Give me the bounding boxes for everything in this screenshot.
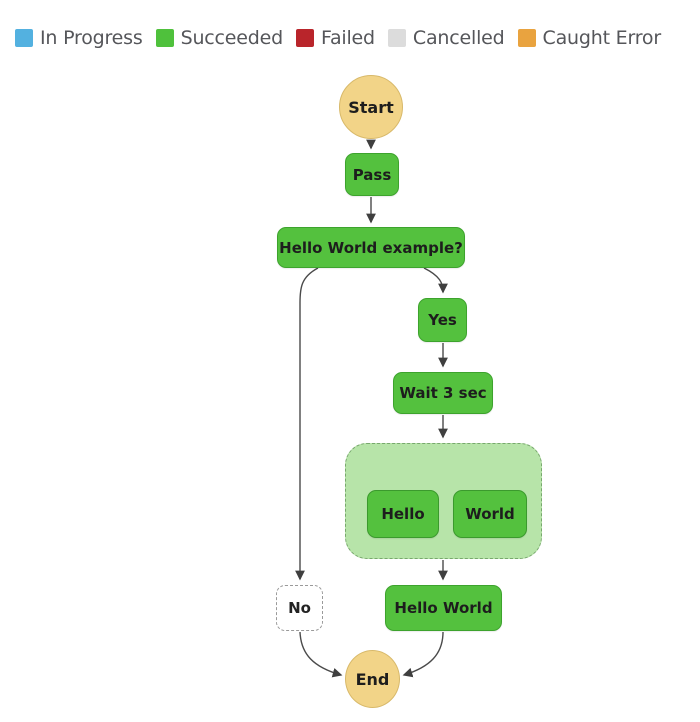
node-wait-3-sec[interactable]: Wait 3 sec <box>393 372 493 414</box>
caught-error-swatch-icon <box>517 29 536 47</box>
legend-label: Succeeded <box>180 27 284 49</box>
node-hello-world[interactable]: Hello World <box>385 585 502 631</box>
legend-item-caught-error: Caught Error <box>517 27 662 49</box>
edge-choice-yes <box>423 267 448 294</box>
legend-label: In Progress <box>40 27 143 49</box>
in-progress-swatch-icon <box>15 29 33 47</box>
legend-item-succeeded: Succeeded <box>155 27 284 49</box>
parallel-state-container[interactable]: Hello World <box>345 443 542 559</box>
edge-no-end <box>299 631 343 678</box>
legend-label: Failed <box>320 27 375 49</box>
node-yes[interactable]: Yes <box>418 298 467 342</box>
legend-item-failed: Failed <box>295 27 375 49</box>
node-start[interactable]: Start <box>339 75 403 139</box>
node-end[interactable]: End <box>345 650 400 708</box>
status-legend: In Progress Succeeded Failed Cancelled C… <box>15 27 661 49</box>
legend-item-in-progress: In Progress <box>15 27 143 49</box>
legend-label: Cancelled <box>412 27 505 49</box>
edge-helloworld-end <box>402 631 444 678</box>
node-world[interactable]: World <box>453 490 527 538</box>
legend-label: Caught Error <box>542 27 662 49</box>
node-pass[interactable]: Pass <box>345 153 399 196</box>
node-hello[interactable]: Hello <box>367 490 439 538</box>
cancelled-swatch-icon <box>387 29 406 47</box>
legend-item-cancelled: Cancelled <box>387 27 505 49</box>
node-choice-hello-world-example[interactable]: Hello World example? <box>277 227 465 268</box>
succeeded-swatch-icon <box>155 29 174 47</box>
node-no[interactable]: No <box>276 585 323 631</box>
edge-choice-no <box>295 267 319 581</box>
failed-swatch-icon <box>295 29 314 47</box>
